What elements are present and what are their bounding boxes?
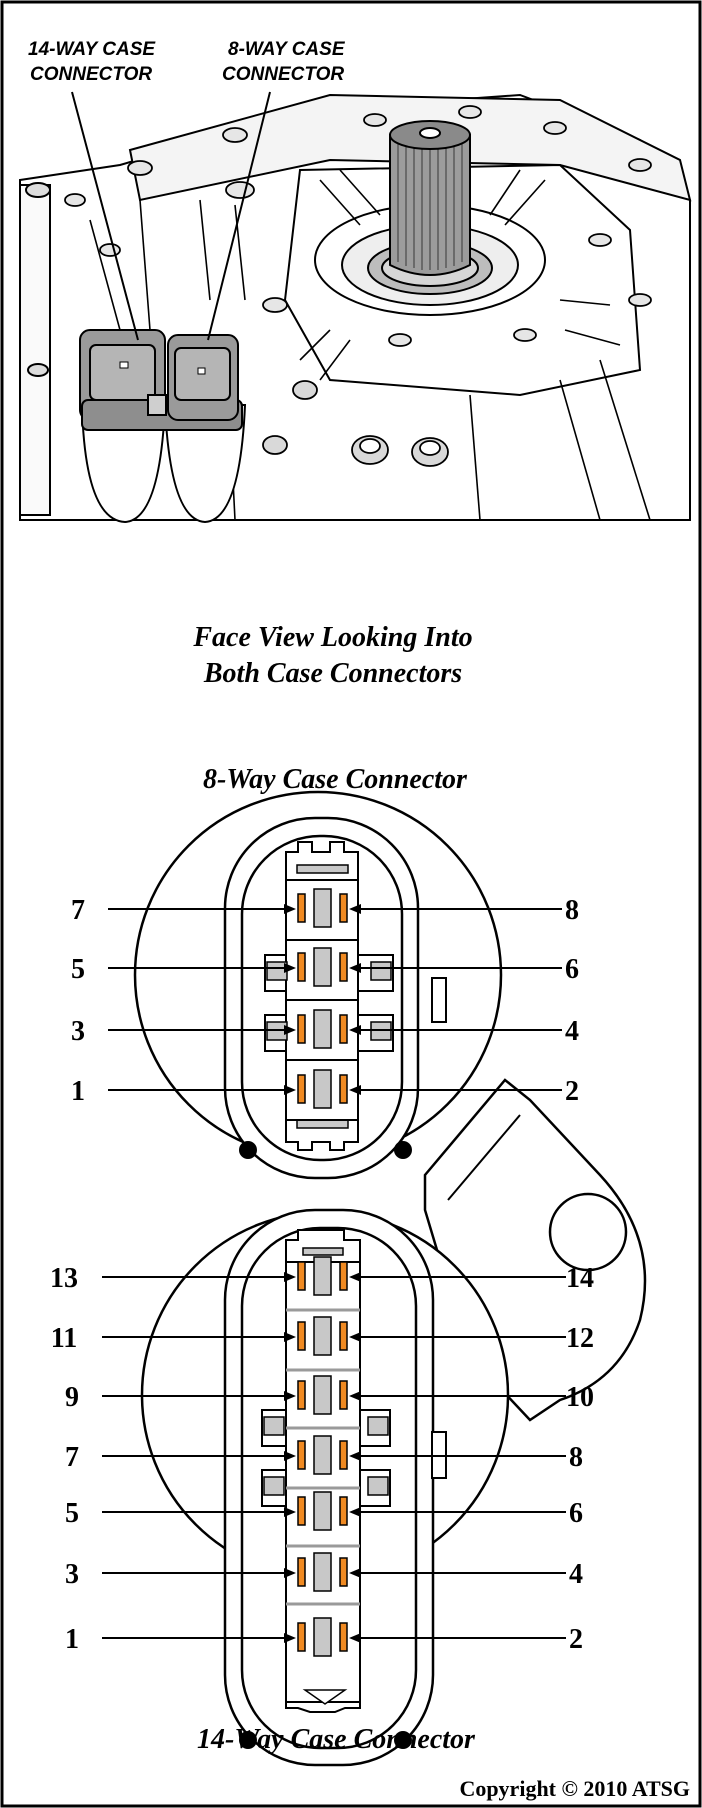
fourteen-way-arrow-11 [284, 1332, 296, 1342]
fourteen-way-pin-label-11: 11 [51, 1323, 77, 1354]
eight-way-pin-label-8: 8 [565, 895, 579, 926]
eight-way-locating-dot-right [394, 1141, 412, 1159]
fourteen-way-terminal-5 [297, 1496, 306, 1526]
face-view-caption-line1: Face View Looking Into [192, 622, 472, 653]
eight-way-face-view [133, 790, 503, 1180]
eight-way-title: 8-Way Case Connector [203, 764, 468, 795]
fourteen-way-blade [313, 1491, 332, 1531]
eight-way-pin-label-3: 3 [71, 1016, 85, 1047]
eight-way-pin-label-7: 7 [71, 895, 85, 926]
eight-way-blade [313, 1009, 332, 1049]
fourteen-way-arrow-10 [349, 1391, 361, 1401]
eight-way-terminal-7 [297, 893, 306, 923]
fourteen-way-pin-label-2: 2 [569, 1624, 583, 1655]
fourteen-way-terminal-2 [339, 1622, 348, 1652]
fourteen-way-locating-dot-left [239, 1731, 257, 1749]
eight-way-pin-label-6: 6 [565, 954, 579, 985]
fourteen-way-terminal-10 [339, 1380, 348, 1410]
fourteen-way-pin-label-8: 8 [569, 1442, 583, 1473]
fourteen-way-pin-label-4: 4 [569, 1559, 583, 1590]
fourteen-way-terminal-6 [339, 1496, 348, 1526]
callout-8-way-line1: 8-WAY CASE [228, 39, 346, 60]
fourteen-way-blade [313, 1316, 332, 1356]
eight-way-arrow-1 [284, 1085, 296, 1095]
eight-way-terminal-6 [339, 952, 348, 982]
fourteen-way-terminal-9 [297, 1380, 306, 1410]
eight-way-terminal-4 [339, 1014, 348, 1044]
fourteen-way-arrow-5 [284, 1507, 296, 1517]
eight-way-terminal-3 [297, 1014, 306, 1044]
fourteen-way-terminal-12 [339, 1321, 348, 1351]
eight-way-terminal-8 [339, 893, 348, 923]
fourteen-way-arrow-1 [284, 1633, 296, 1643]
fourteen-way-face-view [140, 1208, 510, 1767]
eight-way-blade [313, 888, 332, 928]
eight-way-arrow-7 [284, 904, 296, 914]
fourteen-way-terminal-11 [297, 1321, 306, 1351]
eight-way-pin-label-5: 5 [71, 954, 85, 985]
eight-way-blade [313, 1069, 332, 1109]
eight-way-arrow-2 [349, 1085, 361, 1095]
eight-way-arrow-5 [284, 963, 296, 973]
fourteen-way-arrow-8 [349, 1451, 361, 1461]
fourteen-way-arrow-2 [349, 1633, 361, 1643]
fourteen-way-pin-label-14: 14 [566, 1263, 594, 1294]
fourteen-way-blade [313, 1435, 332, 1475]
eight-way-arrow-6 [349, 963, 361, 973]
fourteen-way-arrow-7 [284, 1451, 296, 1461]
fourteen-way-arrow-6 [349, 1507, 361, 1517]
fourteen-way-blade [313, 1375, 332, 1415]
fourteen-way-arrow-14 [349, 1272, 361, 1282]
fourteen-way-pin-label-7: 7 [65, 1442, 79, 1473]
fourteen-way-pin-label-3: 3 [65, 1559, 79, 1590]
fourteen-way-terminal-4 [339, 1557, 348, 1587]
fourteen-way-title: 14-Way Case Connector [197, 1724, 476, 1755]
fourteen-way-pin-label-9: 9 [65, 1382, 79, 1413]
eight-way-arrow-8 [349, 904, 361, 914]
eight-way-pin-label-4: 4 [565, 1016, 579, 1047]
fourteen-way-terminal-13 [297, 1261, 306, 1291]
fourteen-way-terminal-3 [297, 1557, 306, 1587]
fourteen-way-terminal-14 [339, 1261, 348, 1291]
eight-way-terminal-5 [297, 952, 306, 982]
eight-way-pin-labels: 7 8 5 6 3 4 1 2 [71, 895, 579, 1107]
eight-way-arrow-3 [284, 1025, 296, 1035]
eight-way-pin-label-1: 1 [71, 1076, 85, 1107]
callout-14-way-line1: 14-WAY CASE [28, 39, 156, 60]
fourteen-way-arrow-13 [284, 1272, 296, 1282]
fourteen-way-blade [313, 1552, 332, 1592]
callout-8-way-line2: CONNECTOR [222, 64, 344, 85]
fourteen-way-terminal-1 [297, 1622, 306, 1652]
fourteen-way-arrow-3 [284, 1568, 296, 1578]
eight-way-locating-dot-left [239, 1141, 257, 1159]
fourteen-way-pin-label-12: 12 [566, 1323, 594, 1354]
eight-way-terminal-1 [297, 1074, 306, 1104]
fourteen-way-terminal-8 [339, 1440, 348, 1470]
fourteen-way-pin-label-6: 6 [569, 1498, 583, 1529]
fourteen-way-blade [313, 1617, 332, 1657]
fourteen-way-terminal-7 [297, 1440, 306, 1470]
fourteen-way-blade [313, 1256, 332, 1296]
connector-8-way-illustration [147, 334, 239, 421]
eight-way-pin-label-2: 2 [565, 1076, 579, 1107]
fourteen-way-arrow-4 [349, 1568, 361, 1578]
fourteen-way-pin-label-1: 1 [65, 1624, 79, 1655]
fourteen-way-pin-label-10: 10 [566, 1382, 594, 1413]
fourteen-way-locating-dot-right [394, 1731, 412, 1749]
transmission-case-illustration [19, 93, 692, 524]
fourteen-way-arrow-9 [284, 1391, 296, 1401]
callout-leaders [71, 91, 271, 341]
callout-14-way-line2: CONNECTOR [30, 64, 152, 85]
face-view-caption-line2: Both Case Connectors [203, 658, 462, 689]
fourteen-way-arrow-12 [349, 1332, 361, 1342]
fourteen-way-pin-label-13: 13 [50, 1263, 78, 1294]
eight-way-arrow-4 [349, 1025, 361, 1035]
eight-way-blade [313, 947, 332, 987]
copyright-notice: Copyright © 2010 ATSG [459, 1776, 690, 1801]
eight-way-terminal-2 [339, 1074, 348, 1104]
fourteen-way-pin-label-5: 5 [65, 1498, 79, 1529]
